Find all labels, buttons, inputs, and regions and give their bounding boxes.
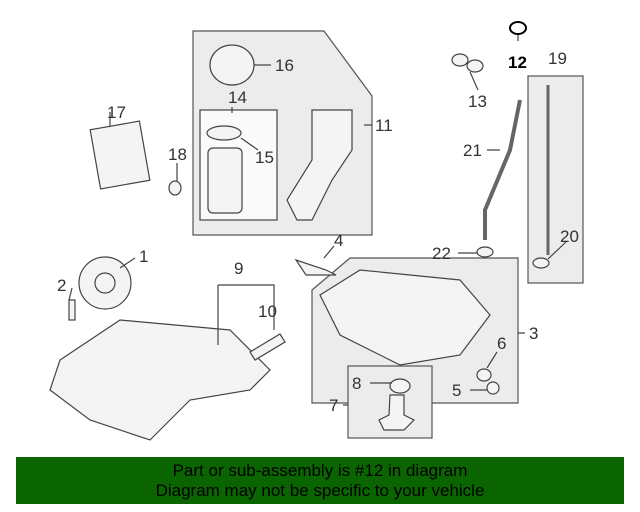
drain-plug-seal-part [476,368,492,382]
sensor-seal-part [389,378,411,394]
dipstick-group-box [527,75,584,284]
callout-6: 6 [497,334,506,353]
callout-12: 12 [508,53,527,72]
callout-18: 18 [168,145,187,164]
seal-ring-12 [509,21,527,35]
callout-14: 14 [228,88,247,107]
oil-filter-housing-part [286,109,353,221]
info-banner: Part or sub-assembly is #12 in diagram D… [16,457,624,504]
filter-element-part [207,147,243,214]
callout-15: 15 [255,148,274,167]
lower-oil-pan-frame-part [49,319,271,441]
banner-line-1: Part or sub-assembly is #12 in diagram [172,461,468,480]
callout-22: 22 [432,244,451,263]
tube-seal-part [476,246,494,258]
callout-9: 9 [234,259,243,278]
callout-7: 7 [329,396,338,415]
filter-seal-part [206,125,242,141]
callout-3: 3 [529,324,538,343]
baffle-part [294,258,337,276]
callout-1: 1 [139,247,148,266]
banner-line-2: Diagram may not be specific to your vehi… [155,481,485,500]
filter-cap-part [209,44,255,86]
bolt-part [68,299,76,321]
callout-11: 11 [375,116,393,135]
callout-17: 17 [107,103,126,122]
callout-4: 4 [334,231,343,250]
oil-pan-part [319,269,491,366]
leader-lines [68,35,567,406]
callout-5: 5 [452,381,461,400]
oil-cooler-seal-part [168,180,182,196]
oil-cooler-part [89,120,151,190]
o-ring-13b [466,59,484,73]
callout-16: 16 [275,56,294,75]
callout-10: 10 [258,302,277,321]
pulley-hub-part [94,272,116,294]
callout-21: 21 [463,141,482,160]
callout-20: 20 [560,227,579,246]
callout-13: 13 [468,92,487,111]
drain-plug-part [486,381,500,395]
dipstick-seal-part [532,257,550,269]
gasket-part [249,333,286,361]
callout-2: 2 [57,276,66,295]
callout-8: 8 [352,374,361,393]
callout-19: 19 [548,49,567,68]
dipstick-tube-part [483,99,522,240]
oil-level-sensor-part [378,394,416,431]
o-ring-13a [451,53,469,67]
